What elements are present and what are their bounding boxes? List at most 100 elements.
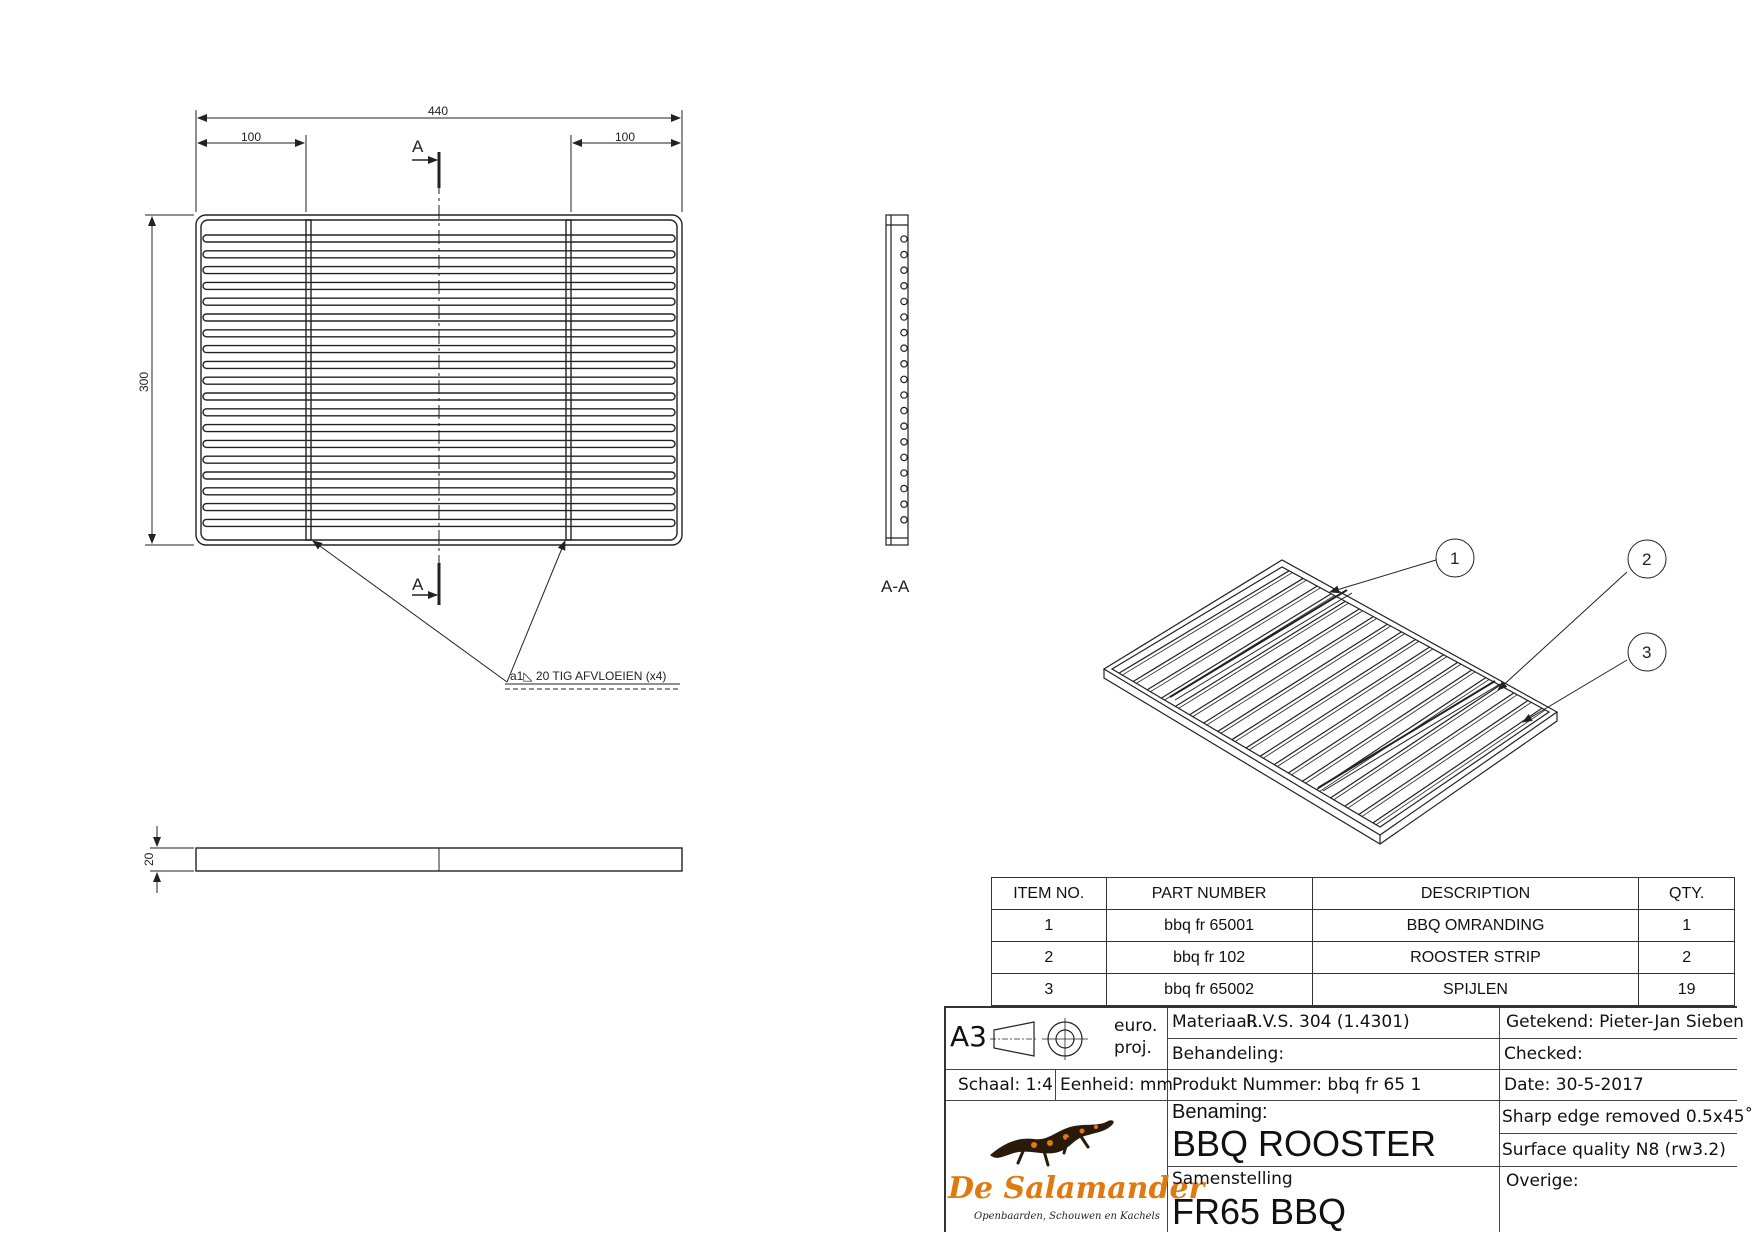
bom-qty: 2 bbox=[1638, 941, 1735, 974]
dim-left-bar: 100 bbox=[241, 130, 261, 144]
iso-rod bbox=[1302, 669, 1473, 782]
grill-rod bbox=[202, 518, 676, 528]
rod-section bbox=[900, 297, 908, 306]
top-view bbox=[195, 152, 683, 605]
iso-rod-edge bbox=[1234, 633, 1405, 743]
bom-row: 2 bbq fr 102 ROOSTER STRIP 2 bbox=[991, 941, 1735, 974]
iso-rod bbox=[1217, 623, 1388, 732]
iso-rod bbox=[1372, 707, 1543, 824]
iso-rod bbox=[1259, 646, 1430, 757]
rod-section bbox=[900, 406, 908, 415]
treatment-cell: Behandeling: bbox=[1168, 1039, 1500, 1070]
iso-rod bbox=[1118, 570, 1290, 674]
material-label: Materiaal: bbox=[1172, 1012, 1258, 1032]
iso-rod-edge bbox=[1206, 618, 1377, 726]
projection-line2: proj. bbox=[1114, 1038, 1152, 1058]
balloon-3: 3 bbox=[1642, 643, 1651, 662]
bom-row: 1 bbq fr 65001 BBQ OMRANDING 1 bbox=[991, 909, 1735, 942]
scale-cell: Schaal: 1:4 bbox=[946, 1070, 1056, 1101]
iso-rod bbox=[1231, 631, 1402, 741]
iso-rod bbox=[1344, 692, 1515, 807]
bom-qty: 19 bbox=[1638, 973, 1735, 1006]
product-number: Produkt Nummer: bbq fr 65 1 bbox=[1172, 1075, 1422, 1095]
other: Overige: bbox=[1506, 1171, 1579, 1191]
assembly-name: FR65 BBQ bbox=[1172, 1191, 1347, 1232]
rod-section bbox=[900, 453, 908, 462]
isometric-view bbox=[1102, 559, 1559, 845]
bom-row: 3 bbq fr 65002 SPIJLEN 19 bbox=[991, 973, 1735, 1006]
logo-cell: De Salamander Openbaarden, Schouwen en K… bbox=[946, 1101, 1204, 1232]
iso-rod bbox=[1287, 661, 1458, 774]
rod-section bbox=[900, 281, 908, 290]
iso-rod-edge bbox=[1192, 610, 1363, 718]
bom-part: bbq fr 65001 bbox=[1105, 909, 1313, 942]
bom-header-qty: QTY. bbox=[1638, 877, 1735, 910]
iso-rod-edge bbox=[1121, 572, 1293, 676]
bom-header-part: PART NUMBER bbox=[1105, 877, 1313, 910]
iso-rod-edge bbox=[1333, 686, 1504, 801]
bom-item: 2 bbox=[991, 941, 1107, 974]
iso-rod-edge bbox=[1361, 702, 1532, 817]
rod-section bbox=[900, 437, 908, 446]
drawn-by: Getekend: Pieter-Jan Sieben bbox=[1506, 1012, 1744, 1032]
iso-rod-edge bbox=[1178, 603, 1349, 709]
rod-section bbox=[900, 484, 908, 493]
edge-note-cell: Sharp edge removed 0.5x45˚ bbox=[1500, 1101, 1753, 1134]
date: Date: 30-5-2017 bbox=[1504, 1075, 1644, 1095]
sheet-size-cell: A3 euro. proj. bbox=[946, 1008, 1168, 1070]
rod-section bbox=[900, 344, 908, 353]
front-view bbox=[195, 847, 683, 872]
date-cell: Date: 30-5-2017 bbox=[1500, 1070, 1737, 1101]
rod-section bbox=[900, 469, 908, 477]
logo-tagline: Openbaarden, Schouwen en Kachels bbox=[974, 1211, 1160, 1222]
weld-leader bbox=[312, 540, 680, 690]
unit-cell: Eenheid: mm bbox=[1056, 1070, 1173, 1101]
checked-cell: Checked: bbox=[1500, 1039, 1737, 1070]
logo-name: De Salamander bbox=[948, 1171, 1205, 1206]
bom-description: BBQ OMRANDING bbox=[1311, 909, 1640, 942]
grill-rod bbox=[202, 471, 676, 480]
assembly-label: Samenstelling bbox=[1172, 1169, 1293, 1189]
iso-rod-edge bbox=[1262, 648, 1433, 759]
rod-section bbox=[900, 313, 908, 321]
rod-section bbox=[900, 422, 908, 431]
title-block: A3 euro. proj. Schaal: 1:4 Eenheid: mm D… bbox=[944, 1006, 1753, 1232]
salamander-logo-icon bbox=[990, 1120, 1114, 1167]
bom-part: bbq fr 65002 bbox=[1105, 973, 1313, 1006]
section-label: A-A bbox=[881, 577, 910, 596]
rod-section bbox=[900, 391, 908, 399]
iso-rod-edge bbox=[1347, 694, 1518, 809]
dimensions bbox=[145, 110, 683, 893]
section-marker-bottom: A bbox=[412, 575, 424, 594]
rod-section bbox=[900, 515, 908, 524]
strip-left bbox=[305, 219, 312, 541]
iso-rods bbox=[1118, 570, 1546, 826]
iso-rod-edge bbox=[1150, 587, 1321, 693]
iso-rod bbox=[1132, 577, 1304, 682]
bom-item: 1 bbox=[991, 909, 1107, 942]
treatment: Behandeling: bbox=[1172, 1044, 1285, 1064]
sheet-size: A3 bbox=[950, 1020, 987, 1053]
iso-rod bbox=[1245, 638, 1416, 749]
unit: Eenheid: mm bbox=[1060, 1075, 1173, 1095]
bom-item: 3 bbox=[991, 973, 1107, 1006]
dim-thickness: 20 bbox=[142, 852, 156, 866]
rod-section bbox=[900, 375, 908, 384]
bill-of-materials: ITEM NO. PART NUMBER DESCRIPTION QTY. 1 … bbox=[991, 877, 1735, 1006]
grill-rod bbox=[202, 344, 676, 354]
surface-note: Surface quality N8 (rw3.2) bbox=[1502, 1140, 1726, 1160]
iso-rod bbox=[1146, 585, 1318, 691]
product-number-cell: Produkt Nummer: bbq fr 65 1 bbox=[1168, 1070, 1500, 1101]
iso-rod bbox=[1330, 684, 1501, 799]
iso-rod-edge bbox=[1305, 671, 1475, 784]
weld-note: a1◺ 20 TIG AFVLOEIEN (x4) bbox=[510, 669, 666, 683]
iso-rod bbox=[1175, 600, 1346, 707]
balloon-2: 2 bbox=[1642, 550, 1651, 569]
iso-rod-edge bbox=[1135, 580, 1307, 684]
dim-right-bar: 100 bbox=[615, 130, 635, 144]
iso-rod-edge bbox=[1375, 709, 1546, 826]
bom-description: ROOSTER STRIP bbox=[1311, 941, 1640, 974]
strip-right bbox=[565, 219, 572, 541]
dim-overall-width: 440 bbox=[428, 104, 448, 118]
